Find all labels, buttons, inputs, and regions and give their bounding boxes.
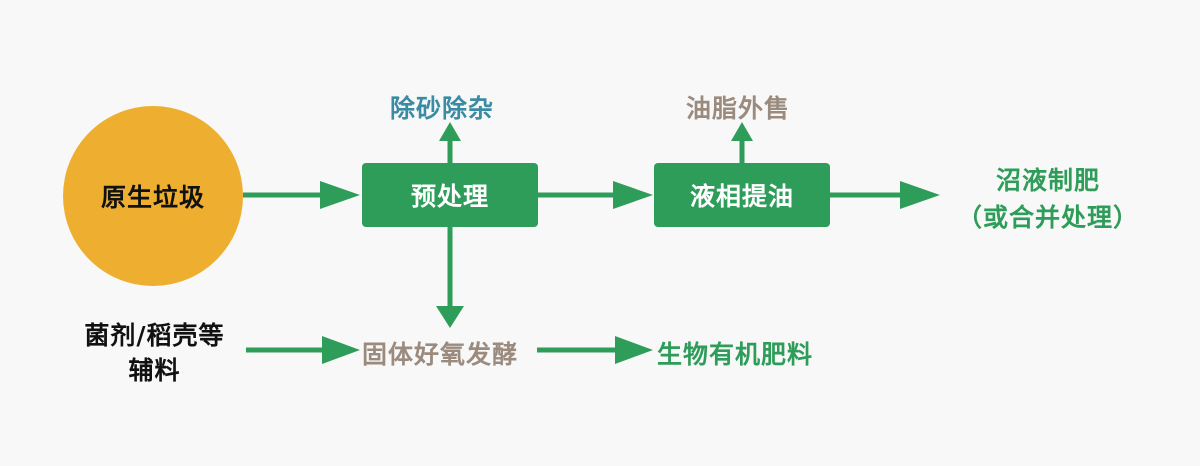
- pretreatment-label: 预处理: [410, 182, 489, 211]
- liquid-oil-extraction-node: 液相提油: [654, 163, 830, 227]
- organic-fertilizer-label: 生物有机肥料: [657, 340, 814, 369]
- arrowhead-waste-to-pretreatment: [320, 181, 360, 209]
- aerobic-fermentation-label: 固体好氧发酵: [362, 340, 519, 369]
- biogas-fertilizer-line2: （或合并处理）: [956, 203, 1139, 232]
- raw-waste-label: 原生垃圾: [100, 183, 205, 212]
- liquid-oil-extraction-label: 液相提油: [689, 182, 794, 211]
- arrowhead-pretreatment-to-oil: [613, 181, 653, 209]
- pretreatment-node: 预处理: [362, 163, 538, 227]
- arrowhead-oil-to-fertilizer: [900, 181, 940, 209]
- arrowhead-auxiliary-to-fermentation: [322, 336, 360, 364]
- arrowhead-oil-to-grease: [731, 122, 753, 141]
- biogas-fertilizer-line1: 沼液制肥: [995, 166, 1100, 195]
- grease-sale-label: 油脂外售: [686, 94, 791, 123]
- biogas-fertilizer-label: 沼液制肥 （或合并处理）: [943, 162, 1153, 236]
- sand-removal-label: 除砂除杂: [390, 94, 495, 123]
- arrowhead-fermentation-to-organic: [615, 336, 653, 364]
- raw-waste-node: 原生垃圾: [63, 106, 243, 286]
- arrowhead-pretreatment-to-sand: [439, 122, 461, 141]
- auxiliary-materials-line1: 菌剂/稻壳等: [84, 321, 225, 350]
- auxiliary-materials-line2: 辅料: [128, 356, 181, 385]
- arrowhead-pretreatment-to-fermentation: [436, 306, 464, 328]
- auxiliary-materials-label: 菌剂/稻壳等 辅料: [62, 318, 247, 388]
